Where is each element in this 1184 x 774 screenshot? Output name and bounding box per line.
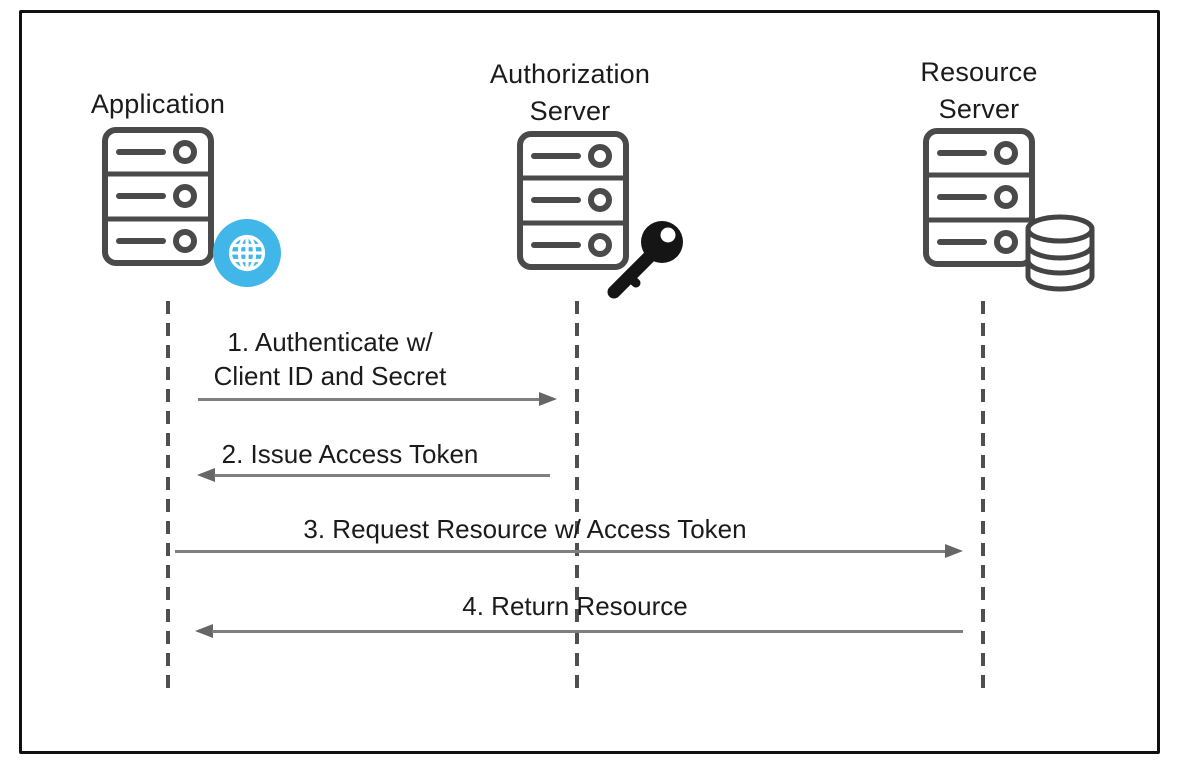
message-1-arrow-line — [198, 398, 540, 401]
actor-label-application: Application — [58, 86, 258, 123]
message-2-arrowhead — [197, 468, 215, 482]
message-1-arrowhead — [539, 392, 557, 406]
actor-label-line: Server — [529, 96, 611, 126]
message-3-arrow-line — [175, 550, 946, 553]
actor-label-authorization-server: Authorization Server — [470, 56, 670, 130]
server-icon — [101, 126, 215, 267]
actor-label-line: Authorization — [489, 59, 651, 89]
message-4-label: 4. Return Resource — [450, 589, 700, 623]
message-4-arrowhead — [195, 624, 213, 638]
message-4-arrow-line — [212, 630, 963, 633]
server-icon — [922, 127, 1036, 268]
actor-label-line: Application — [90, 89, 226, 119]
key-icon — [607, 221, 683, 299]
actor-label-line: Server — [938, 94, 1020, 124]
lifeline-authorization-server — [575, 301, 579, 695]
actor-label-resource-server: Resource Server — [879, 54, 1079, 128]
message-1-label: 1. Authenticate w/ Client ID and Secret — [205, 325, 455, 393]
message-4-line-1: 4. Return Resource — [462, 591, 688, 621]
message-1-line-2: Client ID and Secret — [213, 361, 447, 391]
message-2-line-1: 2. Issue Access Token — [221, 439, 479, 469]
message-3-line-1: 3. Request Resource w/ Access Token — [303, 514, 747, 544]
message-3-label: 3. Request Resource w/ Access Token — [285, 512, 765, 546]
lifeline-resource-server — [981, 301, 985, 695]
message-2-label: 2. Issue Access Token — [200, 437, 500, 471]
actor-label-line: Resource — [920, 57, 1038, 87]
lifeline-application — [166, 301, 170, 695]
database-icon — [1025, 214, 1095, 292]
globe-icon — [213, 219, 281, 287]
message-1-line-1: 1. Authenticate w/ — [227, 327, 433, 357]
message-2-arrow-line — [214, 474, 550, 477]
message-3-arrowhead — [945, 544, 963, 558]
